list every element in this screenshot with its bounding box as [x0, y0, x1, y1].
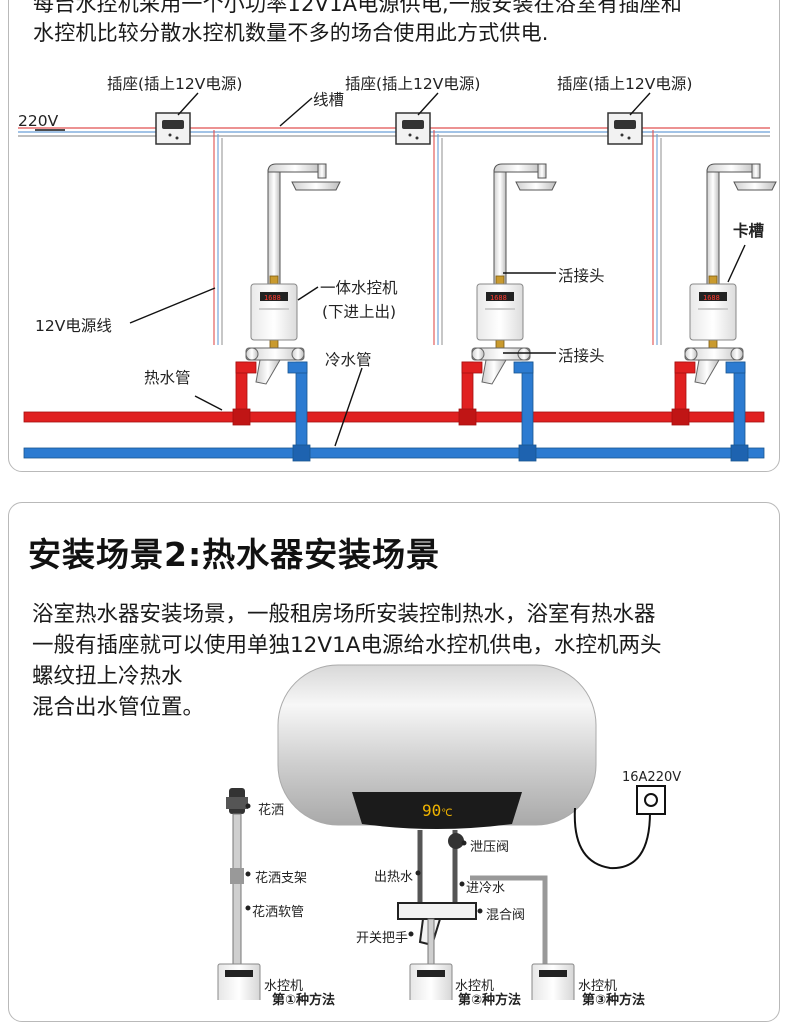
conduit-label: 线槽 [313, 91, 345, 109]
cold-water-pipes [23, 361, 765, 462]
controller-label-1: 水控机 [264, 979, 304, 994]
svg-text:1688: 1688 [490, 294, 507, 302]
top-leader-lines [35, 92, 651, 131]
scene2-desc-line4: 混合出水管位置。 [32, 695, 205, 720]
voltage-label: 220V [18, 112, 59, 130]
scene1-intro-line2: 水控机比较分散水控机数量不多的场合使用此方式供电. [33, 21, 549, 45]
method-1-label: 第①种方法 [272, 993, 336, 1008]
hot-water-pipes [23, 361, 765, 426]
shower-label: 花洒 [258, 803, 285, 818]
power-cord-label: 12V电源线 [35, 317, 112, 335]
main-wire-trunk [18, 127, 770, 137]
method-3-label: 第③种方法 [582, 993, 646, 1008]
outlet-label: 16A220V [622, 770, 682, 785]
mixing-valve-label: 混合阀 [486, 908, 526, 923]
water-controller-1: 1688 [250, 283, 298, 341]
controller-label-3: 水控机 [578, 979, 618, 994]
water-controller-3: 1688 [689, 283, 737, 341]
scene2-title: 安装场景2:热水器安装场景 [28, 535, 441, 574]
union-label-bottom: 活接头 [558, 347, 605, 365]
scene2-desc-line1: 浴室热水器安装场景，一般租房场所安装控制热水，浴室有热水器 [32, 602, 656, 627]
scene1-intro-line1: 每台水控机采用一个小功率12V1A电源供电,一般安装在浴室有插座和 [33, 0, 683, 16]
mixing-valves [245, 347, 744, 385]
cold-in-label: 进冷水 [466, 881, 506, 896]
lower-leader-lines [129, 244, 746, 447]
socket-label-2: 插座(插上12V电源) [345, 75, 481, 93]
shower-bracket-label: 花洒支架 [255, 871, 308, 886]
cold-pipe-label: 冷水管 [325, 351, 372, 369]
socket-1 [155, 112, 191, 145]
scene1-panel [8, 0, 780, 472]
scene1-diagram: 1688 1688 1688 [18, 92, 777, 462]
scene2-desc-line3: 螺纹扭上冷热水 [32, 664, 183, 689]
controller-label-2: 水控机 [455, 979, 495, 994]
heater-display: 90℃ [422, 801, 453, 820]
socket-label-1: 插座(插上12V电源) [107, 75, 243, 93]
water-controller-2: 1688 [476, 283, 524, 341]
method-2-label: 第②种方法 [458, 993, 522, 1008]
svg-text:1688: 1688 [264, 294, 281, 302]
hot-pipe-label: 热水管 [144, 369, 191, 387]
socket-2 [395, 112, 431, 145]
scene2-desc-line2: 一般有插座就可以使用单独12V1A电源给水控机供电，水控机两头 [32, 633, 662, 658]
controller-label-line2: (下进上出) [322, 303, 397, 321]
socket-3 [607, 112, 643, 145]
card-slot-label: 卡槽 [733, 222, 765, 240]
shower-hose-label: 花洒软管 [252, 905, 305, 920]
svg-text:1688: 1688 [703, 294, 720, 302]
hot-out-label: 出热水 [374, 870, 414, 885]
shower-assemblies [267, 163, 777, 286]
drop-wires [213, 130, 662, 345]
controller-label-line1: 一体水控机 [320, 279, 398, 297]
handle-label: 开关把手 [356, 931, 409, 946]
relief-valve-label: 泄压阀 [470, 840, 510, 855]
socket-label-3: 插座(插上12V电源) [557, 75, 693, 93]
union-label-top: 活接头 [558, 267, 605, 285]
